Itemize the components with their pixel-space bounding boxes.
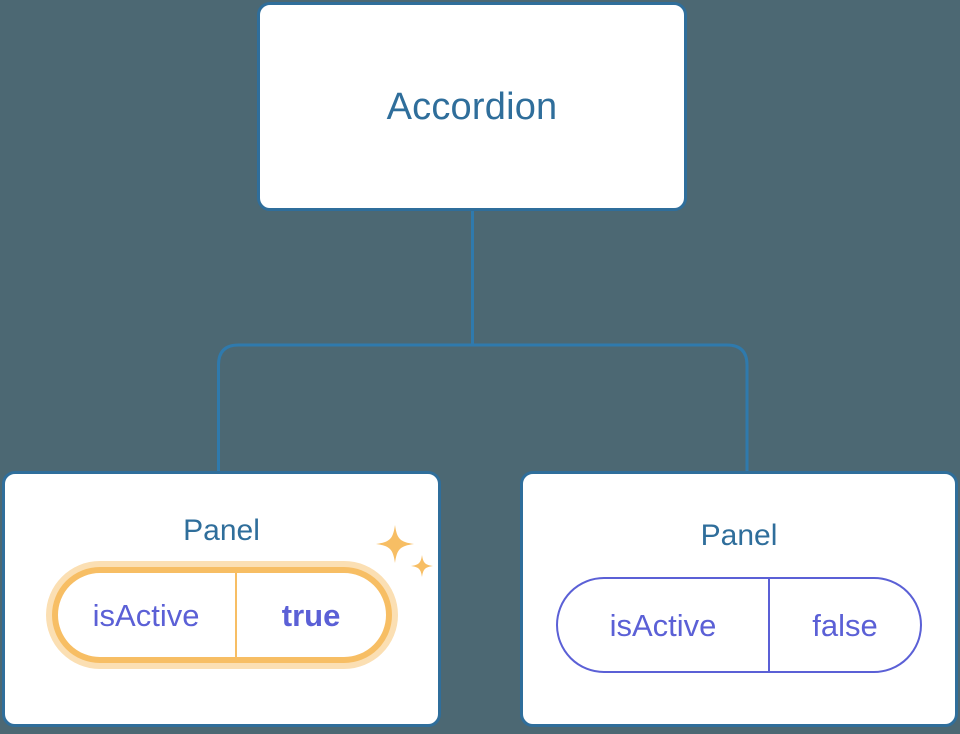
node-panel-left-title: Panel — [183, 514, 260, 547]
prop-key-left: isActive — [92, 597, 200, 633]
prop-isactive-left[interactable]: isActive true — [51, 567, 392, 663]
node-accordion[interactable]: Accordion — [257, 2, 687, 211]
prop-key-right: isActive — [609, 607, 717, 643]
connector-children-bus — [217, 343, 749, 471]
sparkles-icon — [375, 525, 433, 577]
node-accordion-title: Accordion — [386, 85, 558, 128]
node-panel-right-body: Panel isActive false — [523, 474, 955, 724]
node-panel-left-body: Panel isActive true — [5, 474, 438, 724]
node-panel-right[interactable]: Panel isActive false — [520, 471, 958, 727]
prop-value-right: false — [767, 579, 920, 671]
prop-value-left: true — [234, 573, 386, 657]
node-panel-left[interactable]: Panel isActive true — [2, 471, 441, 727]
prop-isactive-right[interactable]: isActive false — [556, 577, 922, 673]
node-panel-right-title: Panel — [700, 519, 778, 552]
prop-pill-wrap-left: isActive true — [51, 525, 433, 663]
prop-pill-wrap-right: isActive false — [556, 577, 922, 673]
